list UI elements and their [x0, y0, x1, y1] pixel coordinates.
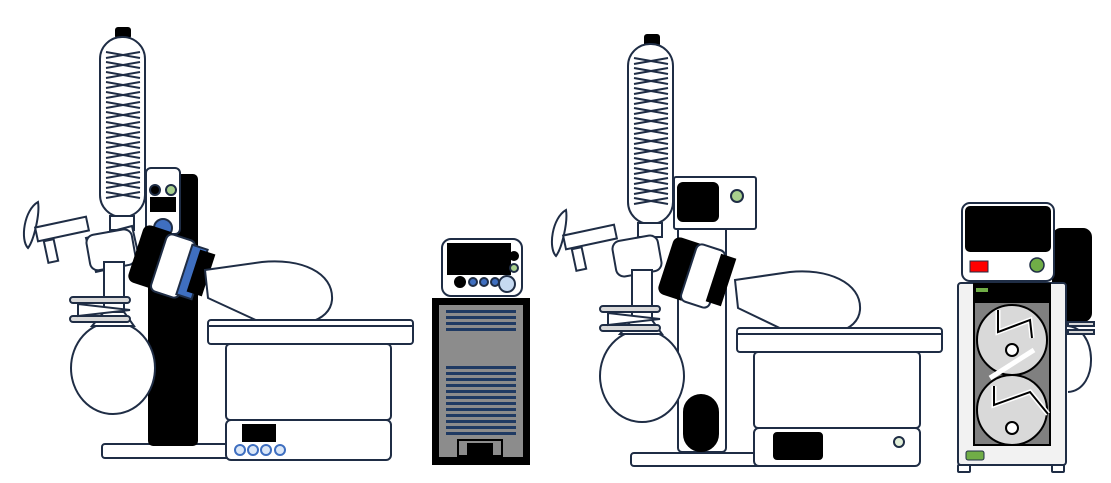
inlet-valve-b [550, 208, 619, 272]
pump-indicator-green-b [1029, 257, 1045, 273]
condenser-b [627, 34, 674, 238]
diaphragm-pump-b [957, 202, 1095, 473]
flask-clamp-a [69, 296, 131, 323]
control-display-b [677, 182, 719, 222]
pump-foot-left-b [957, 464, 971, 473]
bath-button-2-a [247, 444, 259, 456]
pump-power-light-b [965, 450, 985, 461]
bath-button-4-a [274, 444, 286, 456]
tower-window-b [683, 394, 719, 452]
control-button-black-a [149, 184, 161, 196]
base-plate-b [630, 452, 772, 467]
condenser-coil-a [105, 51, 141, 199]
pump-display-b [965, 206, 1051, 252]
rotary-drive-a [128, 225, 216, 301]
pump-tower-a [432, 298, 530, 465]
bath-button-3-a [260, 444, 272, 456]
control-light-green-a [165, 184, 177, 196]
bath-display-a [242, 424, 276, 442]
setup-a [22, 27, 530, 465]
inlet-valve-a [22, 200, 91, 264]
flask-clamp-b [599, 305, 661, 332]
heating-bath-b [736, 327, 943, 467]
control-light-green-b [730, 189, 744, 203]
bath-display-b [773, 432, 823, 460]
pump-indicator-red-b [969, 260, 989, 273]
bath-button-1-a [234, 444, 246, 456]
rotary-drive-b [658, 237, 737, 309]
evaporating-flask-a [203, 260, 334, 326]
control-display-a [150, 197, 176, 212]
pump-foot-right-b [1051, 464, 1065, 473]
vent-grille-a [446, 310, 516, 435]
condenser-a [99, 27, 146, 231]
setup-b [550, 34, 1095, 473]
bath-indicator-b [893, 436, 905, 448]
evaporating-flask-b [733, 270, 862, 336]
vacuum-controller-a [441, 238, 523, 297]
heating-bath-a [207, 319, 414, 461]
